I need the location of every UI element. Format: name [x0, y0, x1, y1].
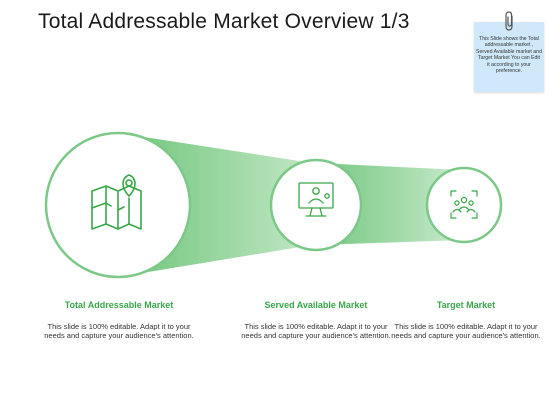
slide-title: Total Addressable Market Overview 1/3 [38, 10, 410, 33]
circle-served-available-market [269, 158, 363, 252]
map-pin-icon [91, 174, 142, 230]
column-description: This slide is 100% editable. Adapt it to… [241, 322, 391, 340]
column-title: Total Addressable Market [64, 300, 174, 310]
column-description: This slide is 100% editable. Adapt it to… [44, 322, 194, 340]
monitor-team-icon [298, 182, 334, 217]
sticky-note: This Slide shows the Total addressable m… [474, 22, 544, 92]
column-total-addressable-market: Total Addressable Market This slide is 1… [44, 300, 194, 340]
column-title: Served Available Market [264, 300, 368, 310]
column-description: This slide is 100% editable. Adapt it to… [391, 322, 541, 340]
target-group-icon [450, 190, 478, 219]
circle-target-market [425, 166, 503, 244]
paperclip-icon [505, 11, 513, 31]
column-target-market: Target Market This slide is 100% editabl… [391, 300, 541, 340]
column-title: Target Market [436, 300, 496, 310]
circle-total-addressable-market [44, 131, 192, 279]
sticky-note-text: This Slide shows the Total addressable m… [476, 36, 542, 75]
column-served-available-market: Served Available Market This slide is 10… [241, 300, 391, 340]
